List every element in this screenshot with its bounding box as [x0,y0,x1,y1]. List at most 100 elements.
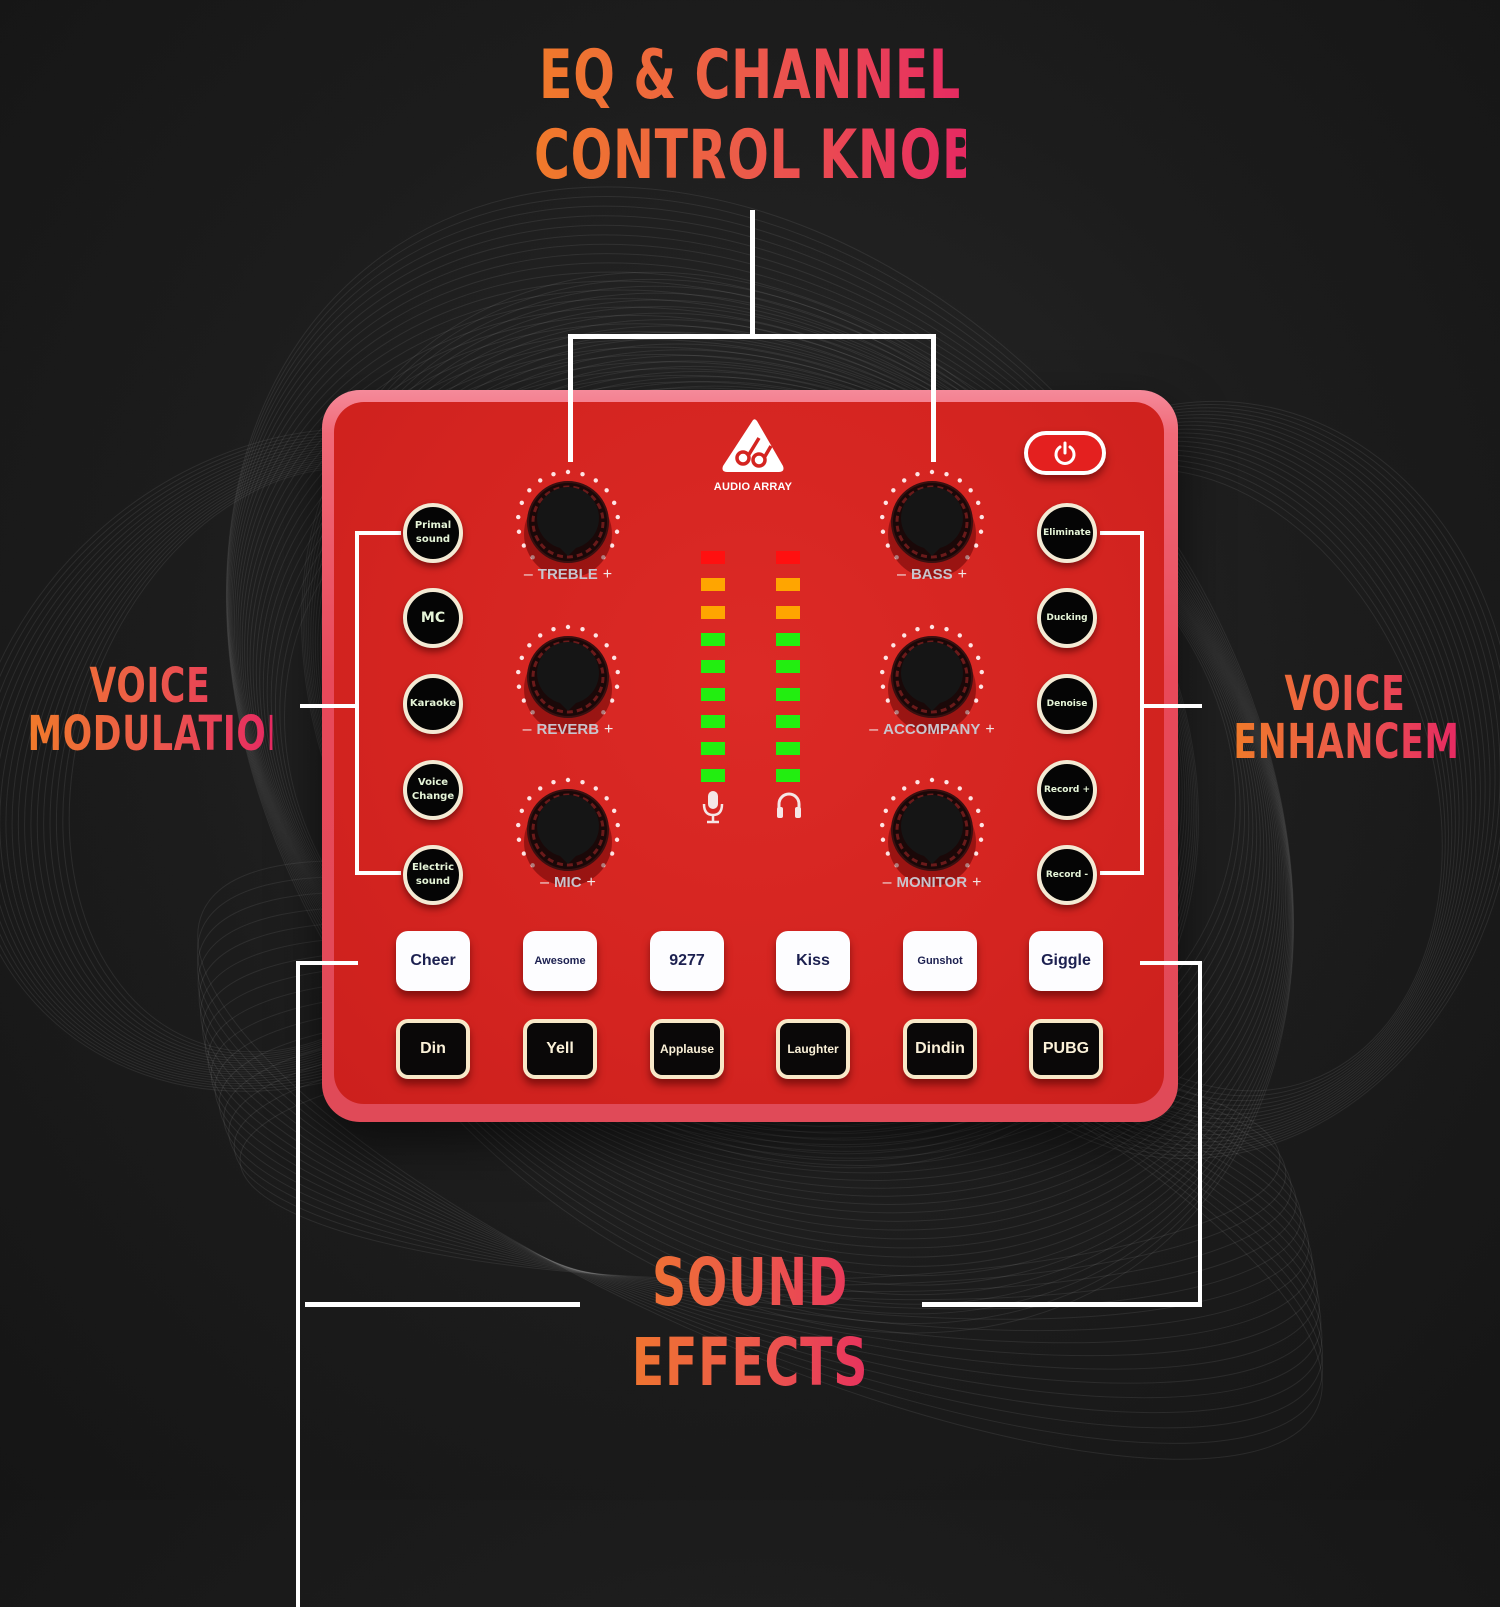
pad-label: Laughter [787,1042,839,1056]
meter-segment [776,605,800,619]
heading-line: MODULATIONS [27,706,322,762]
knob-name: ACCOMPANY [883,721,981,738]
voice-modulation-button[interactable]: MC [403,588,463,648]
knob-scale-dot [944,626,949,632]
knob-scale-dot [519,808,525,814]
knob-cap [537,487,599,556]
knob-scale-dot [614,837,620,842]
knob-scale-dot [601,710,606,715]
sound-effect-pad[interactable]: Laughter [776,1019,850,1079]
button-label-line: MC [420,610,446,626]
knob-scale-dot [891,488,896,493]
music-note-triangle-logo-icon [722,419,784,472]
callout-line [1100,871,1144,875]
button-label: Ducking [1046,613,1088,623]
knob-scale-dot [611,655,617,661]
knob-grip [531,793,605,867]
control-knob[interactable]: –TREBLE+ [508,462,628,592]
knob-minus-label: – [869,721,879,738]
power-button[interactable] [1024,431,1106,475]
sound-effect-pad[interactable]: Din [396,1019,470,1079]
sound-effect-pad[interactable]: Applause [650,1019,724,1079]
knob-scale-dot [975,655,981,661]
knob-scale-dot [580,471,585,477]
callout-line [296,961,358,965]
knob-scale-dot [883,808,889,814]
knob-scale-dot [894,863,899,868]
knob-plus-label: + [602,566,613,583]
knob-scale-dot [516,529,522,534]
callout-line [1140,961,1202,965]
voice-enhancement-button[interactable]: Record - [1037,845,1097,905]
voice-modulation-button[interactable]: Karaoke [403,674,463,734]
knob-scale-dot [615,822,620,828]
knob-dial[interactable] [508,617,628,737]
voice-enhancement-button[interactable]: Record + [1037,760,1097,820]
knob-scale-dot [516,837,522,842]
knob-cap [901,487,963,556]
knob-scale-dot [885,851,891,856]
knob-scale-dot [614,529,620,534]
knob-scale-dot [551,471,556,477]
knob-scale-dot [973,543,979,548]
button-label: Record + [1043,785,1091,795]
knob-name: MIC [554,874,582,891]
knob-scale-dot [593,478,598,483]
meter-segment [776,632,800,646]
sound-effect-pad[interactable]: Gunshot [903,931,977,991]
sound-effect-pad[interactable]: PUBG [1029,1019,1103,1079]
knob-scale-dot [883,500,889,506]
button-label-line: Karaoke [409,698,457,709]
voice-enhancement-button[interactable]: Ducking [1037,588,1097,648]
sound-effect-pad[interactable]: Kiss [776,931,850,991]
voice-enhancement-button[interactable]: Eliminate [1037,503,1097,563]
knob-scale-dot [604,488,609,493]
knob-cap [901,795,963,864]
microphone-icon [700,790,726,829]
sound-effect-pad[interactable]: Cheer [396,931,470,991]
knob-label: –ACCOMPANY+ [832,721,1032,739]
knob-scale-dot [521,851,527,856]
knob-dial[interactable] [872,617,992,737]
knob-dial[interactable] [508,770,628,890]
control-knob[interactable]: –MIC+ [508,770,628,900]
sound-effect-pad[interactable]: 9277 [650,931,724,991]
control-knob[interactable]: –BASS+ [872,462,992,592]
control-knob[interactable]: –REVERB+ [508,617,628,747]
meter-segment [701,714,725,728]
knob-plus-label: + [586,874,596,891]
sound-effect-pad[interactable]: Dindin [903,1019,977,1079]
voice-enhancement-button[interactable]: Denoise [1037,674,1097,734]
control-knob[interactable]: –MONITOR+ [872,770,992,900]
knob-scale-dot [979,514,984,520]
knob-dial[interactable] [872,770,992,890]
knob-scale-dot [883,655,889,661]
knob-scale-dot [944,471,949,477]
sound-effect-pad[interactable]: Yell [523,1019,597,1079]
pad-label: PUBG [1042,1040,1090,1057]
knob-dial[interactable] [508,462,628,582]
knob-name: REVERB [536,721,600,738]
knob-scale-dot [614,684,620,689]
knob-scale-dot [611,500,617,506]
knob-scale-dot [975,808,981,814]
callout-line [1140,531,1144,875]
meter-segment [776,714,800,728]
control-knob[interactable]: –ACCOMPANY+ [869,617,995,747]
knob-dial[interactable] [872,462,992,582]
sound-effect-pad[interactable]: Awesome [523,931,597,991]
knob-scale-dot [902,786,907,791]
callout-line [305,1302,580,1307]
knob-scale-dot [957,786,962,791]
mixer-device [322,390,1178,1122]
knob-scale-dot [516,669,521,675]
knob-name: TREBLE [537,566,598,583]
callout-line [922,1302,1202,1307]
callout-line [1140,704,1202,708]
sound-effect-pad[interactable]: Giggle [1029,931,1103,991]
knob-name: MONITOR [896,874,968,891]
